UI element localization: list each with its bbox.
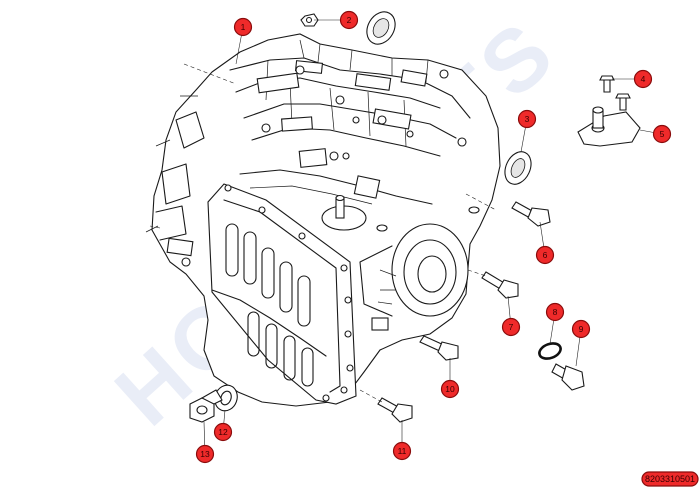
- callout-13[interactable]: 13: [195, 444, 215, 464]
- callout-1[interactable]: 1: [233, 17, 253, 37]
- callout-2[interactable]: 2: [339, 10, 359, 30]
- callout-label: 11: [398, 446, 407, 456]
- callout-8[interactable]: 8: [545, 302, 565, 322]
- callout-4[interactable]: 4: [633, 69, 653, 89]
- callout-label: 4: [641, 74, 646, 84]
- callout-label: 5: [660, 129, 665, 139]
- callout-5[interactable]: 5: [652, 124, 672, 144]
- top-seal-ring: [366, 11, 396, 45]
- diagram-code-badge: 8203310501: [641, 471, 699, 487]
- part-3-seal: [504, 151, 532, 185]
- part-6-bolt: [511, 201, 551, 227]
- part-9-plug: [551, 363, 585, 391]
- part-13-plug: [189, 389, 223, 423]
- part-5-cover: [577, 106, 641, 147]
- callout-10[interactable]: 10: [440, 379, 460, 399]
- oil-pan-cover: [207, 183, 357, 405]
- part-11-bolt: [377, 397, 413, 423]
- callout-9[interactable]: 9: [571, 319, 591, 339]
- callout-3[interactable]: 3: [517, 109, 537, 129]
- callout-label: 8: [553, 307, 558, 317]
- callout-11[interactable]: 11: [392, 441, 412, 461]
- part-12-washer: [214, 384, 238, 412]
- callout-label: 6: [543, 250, 548, 260]
- callout-label: 13: [200, 449, 210, 459]
- part-10-bolt: [419, 335, 459, 361]
- callout-label: 1: [241, 22, 246, 32]
- callout-label: 12: [218, 427, 228, 437]
- part-2-nut: [300, 13, 319, 27]
- callout-label: 9: [579, 324, 584, 334]
- callout-label: 10: [445, 384, 455, 394]
- callout-label: 7: [509, 322, 514, 332]
- callout-6[interactable]: 6: [535, 245, 555, 265]
- callout-7[interactable]: 7: [501, 317, 521, 337]
- diagram-code: 8203310501: [645, 474, 695, 484]
- callout-label: 3: [525, 114, 530, 124]
- callout-label: 2: [347, 15, 352, 25]
- part-4-bolts: [599, 75, 631, 111]
- part-8-o-ring: [538, 342, 562, 360]
- part-7-bolt: [481, 271, 519, 299]
- callout-12[interactable]: 12: [213, 422, 233, 442]
